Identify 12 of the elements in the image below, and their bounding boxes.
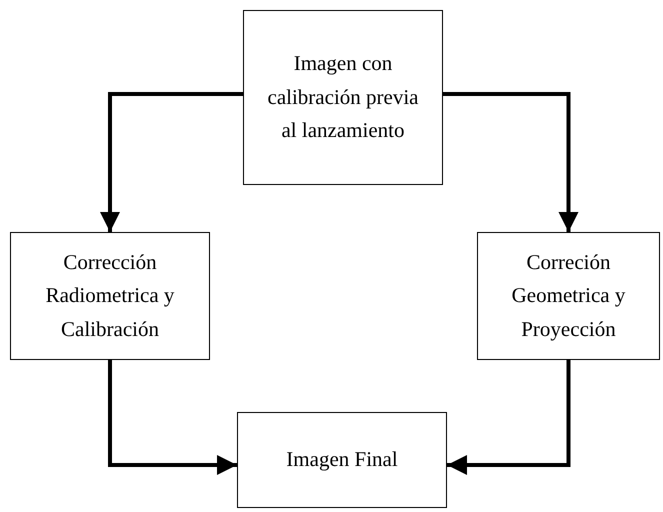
arrow (447, 360, 570, 475)
box-label: Corrección Radiometrica y Calibración (44, 248, 176, 343)
process-box (237, 412, 447, 508)
arrow (443, 92, 578, 232)
process-box (10, 232, 210, 360)
box-label: Imagen con calibración previa al lanzamiento (266, 50, 420, 144)
process-box (477, 232, 660, 360)
arrow (108, 360, 237, 475)
arrow (100, 92, 243, 232)
process-box (243, 10, 443, 185)
box-label: Correción Geometrica y Proyección (510, 248, 626, 343)
box-label: Imagen Final (286, 446, 398, 474)
